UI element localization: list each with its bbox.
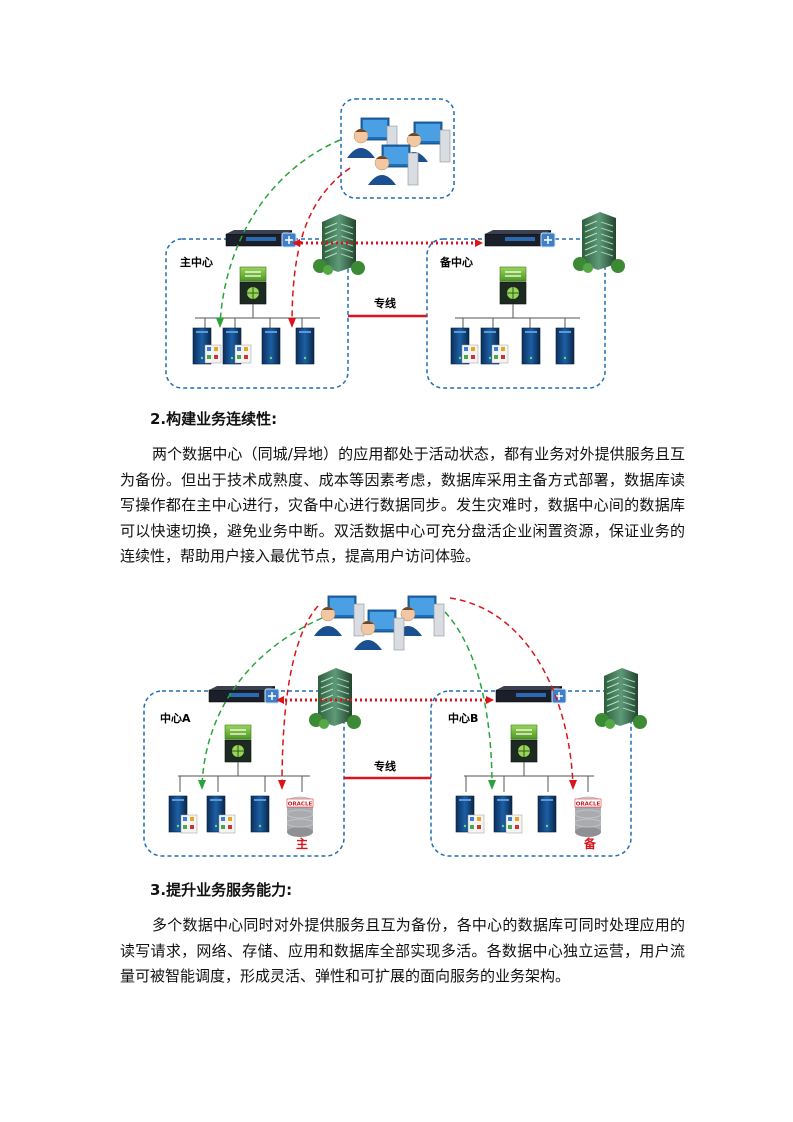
- building-icon: [572, 211, 626, 274]
- app-panel-icon: [505, 814, 523, 834]
- primary-center-box: [165, 238, 349, 389]
- app-panel-icon: [467, 814, 485, 834]
- server-icon: [250, 795, 270, 833]
- server-icon: [295, 327, 315, 365]
- center-a-box: [143, 690, 345, 857]
- access-path-red: [449, 597, 574, 787]
- server-icon: [521, 327, 541, 365]
- building-icon: [594, 667, 648, 730]
- user-workstation-icon: [367, 144, 419, 186]
- switch-icon: [239, 266, 267, 305]
- diagram-active-standby: 主中心 备中心 专线: [165, 98, 626, 389]
- primary-db-role: 主: [296, 836, 308, 851]
- access-path-green: [201, 617, 323, 787]
- dedicated-line-label: 专线: [374, 759, 396, 773]
- server-icon: [537, 795, 557, 833]
- app-panel-icon: [461, 344, 479, 364]
- access-path-red: [281, 605, 319, 787]
- user-workstation-icon: [313, 595, 365, 637]
- db-logo: ORACLE: [576, 802, 601, 808]
- standby-db-role: 备: [583, 836, 597, 851]
- primary-center-label: 主中心: [180, 255, 213, 269]
- router-icon: [208, 685, 280, 704]
- center-a-label: 中心A: [160, 711, 191, 725]
- section-heading-2: 2.构建业务连续性:: [150, 410, 278, 428]
- section-paragraph-3: 多个数据中心同时对外提供服务且互为备份，各中心的数据库可同时处理应用的读写请求，…: [120, 916, 685, 985]
- center-b-box: [430, 690, 632, 857]
- section-heading-3: 3.提升业务服务能力:: [150, 881, 293, 899]
- center-b-label: 中心B: [448, 711, 478, 725]
- app-panel-icon: [234, 344, 252, 364]
- db-logo: ORACLE: [288, 802, 313, 808]
- server-icon: [555, 327, 575, 365]
- switch-icon: [499, 266, 527, 305]
- access-path-green: [219, 139, 341, 325]
- diagram-active-active: 中心A 中心B 专线 ORACLE 主 ORACLE 备: [143, 595, 648, 857]
- router-icon: [495, 685, 567, 704]
- section-paragraph-2: 两个数据中心（同城/异地）的应用都处于活动状态，都有业务对外提供服务且互为备份。…: [120, 445, 685, 565]
- app-panel-icon: [180, 814, 198, 834]
- users-box: [340, 98, 455, 199]
- access-path-green: [444, 611, 493, 787]
- switch-icon: [224, 724, 252, 763]
- router-icon: [225, 229, 297, 248]
- switch-icon: [510, 724, 538, 763]
- app-panel-icon: [218, 814, 236, 834]
- server-icon: [261, 327, 281, 365]
- standby-center-label: 备中心: [439, 255, 473, 269]
- dedicated-line-label: 专线: [374, 296, 396, 310]
- app-panel-icon: [204, 344, 222, 364]
- app-panel-icon: [491, 344, 509, 364]
- router-icon: [484, 229, 556, 248]
